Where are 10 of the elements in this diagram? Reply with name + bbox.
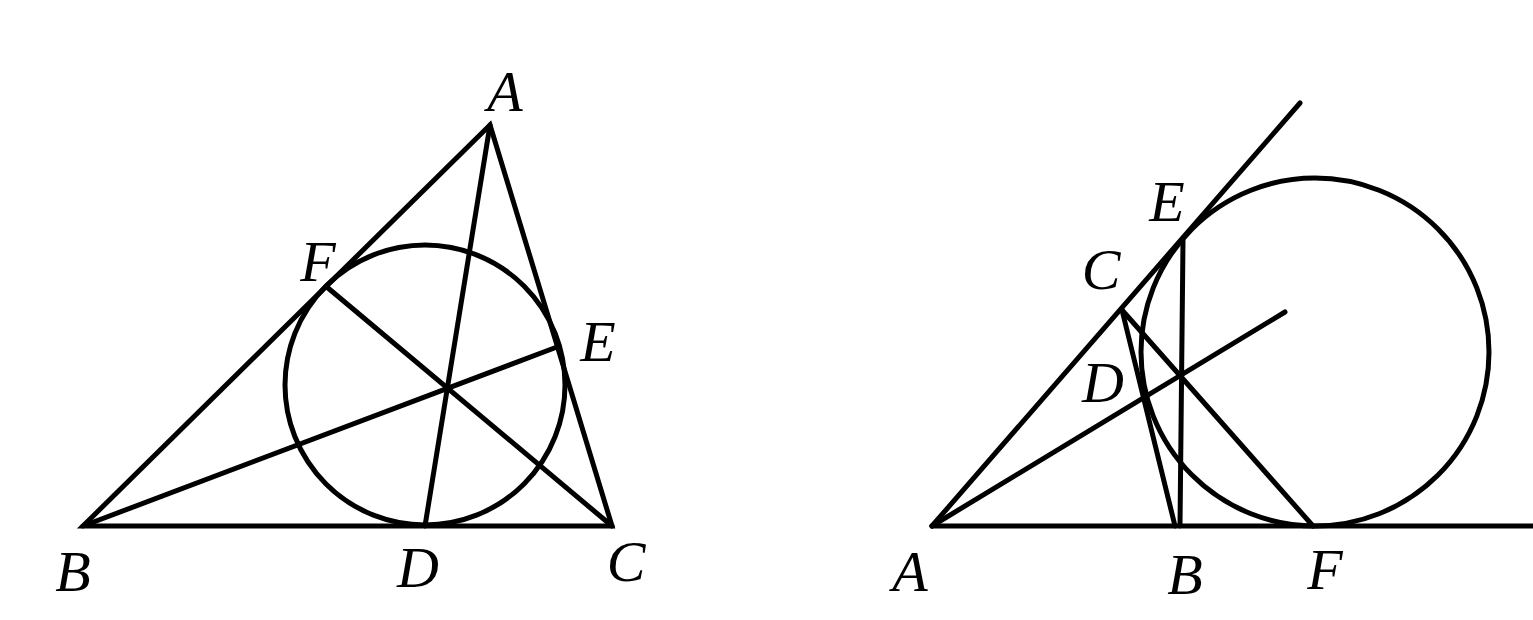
- point-label: F: [1307, 541, 1343, 599]
- point-label: F: [300, 233, 336, 291]
- point-label: C: [606, 533, 646, 591]
- point-label: D: [397, 539, 439, 597]
- point-label: C: [1081, 241, 1121, 299]
- point-label: D: [1082, 354, 1124, 412]
- point-label: B: [55, 543, 91, 601]
- point-label: E: [1149, 173, 1185, 231]
- point-label: E: [580, 313, 616, 371]
- point-label: B: [1167, 546, 1203, 604]
